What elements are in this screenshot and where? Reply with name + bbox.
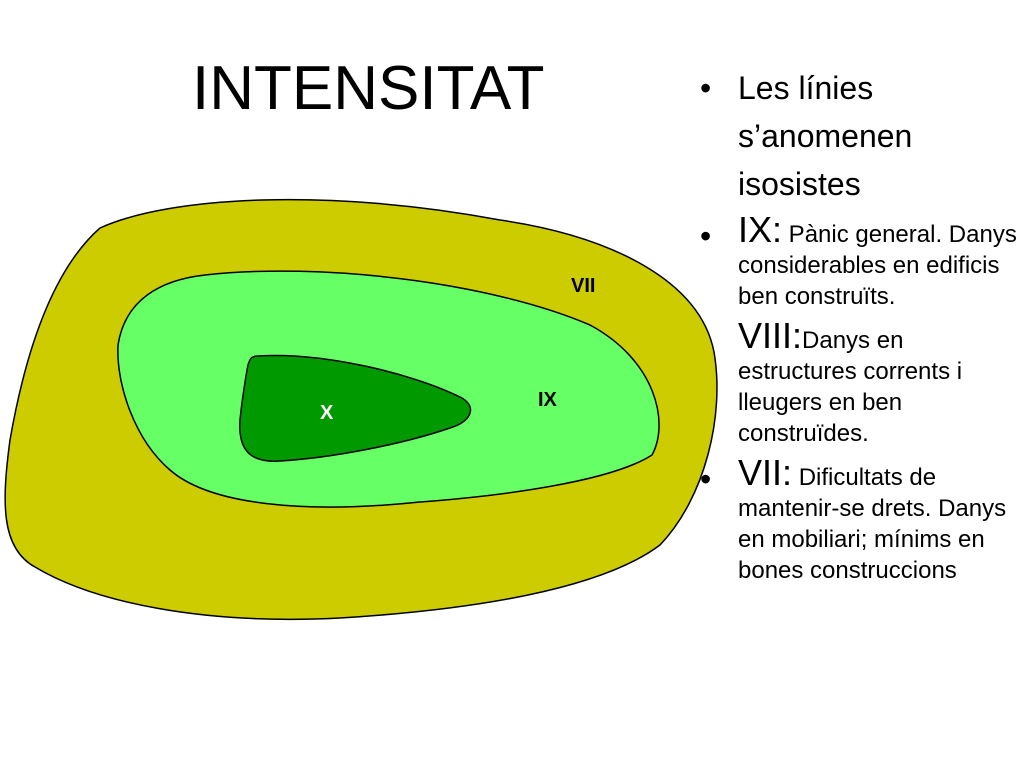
bullet-marker: • (700, 218, 712, 254)
bullet-list: • Les línies s’anomenen isosistes • IX: … (700, 64, 1020, 594)
bullet-text: Pànic general. Danys considerables en ed… (738, 221, 1017, 310)
bullet-marker: • (700, 70, 712, 106)
bullet-intensity-viii: VIII:Danys en estructures corrents i lle… (700, 318, 1020, 449)
bullet-text: Danys en estructures corrents i lleugers… (738, 327, 963, 447)
bullet-intensity-vii: • VII: Dificultats de mantenir-se drets.… (700, 455, 1020, 586)
bullet-lead: VIII: (738, 315, 803, 356)
bullet-intensity-ix: • IX: Pànic general. Danys considerables… (700, 212, 1020, 312)
bullet-isosistes: • Les línies s’anomenen isosistes (700, 64, 1020, 208)
zone-x-label: X (320, 402, 334, 424)
zone-ix-label: IX (538, 389, 558, 411)
zone-vii-label: VII (571, 275, 595, 297)
slide-title: INTENSITAT (192, 54, 545, 123)
bullet-text: Les línies s’anomenen isosistes (738, 70, 913, 202)
bullet-lead: IX: (738, 209, 783, 250)
bullet-marker: • (700, 461, 712, 497)
zone-x-area (239, 354, 472, 462)
bullet-lead: VII: (738, 452, 793, 493)
bullet-text: Dificultats de mantenir-se drets. Danys … (738, 464, 1007, 584)
